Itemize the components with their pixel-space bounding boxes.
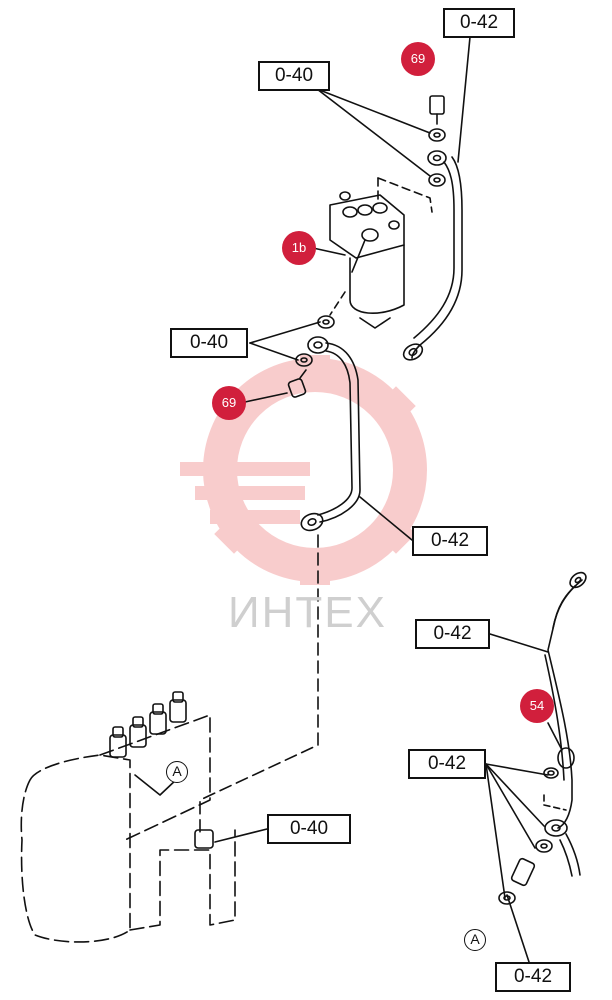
part-number-badge: 69 [401, 42, 435, 76]
ref-label-pipe-upper: 0-42 [443, 8, 515, 38]
leader-line [489, 633, 549, 653]
leader-line [316, 88, 431, 177]
connection-callout-a: A [166, 761, 188, 783]
leader-line [485, 763, 536, 849]
leader-line [359, 496, 413, 541]
ref-label-pipe-middle: 0-42 [412, 526, 488, 556]
bolt-icon [287, 378, 307, 398]
ref-label-washer-pump: 0-40 [267, 814, 351, 844]
part-number-badge: 54 [520, 689, 554, 723]
fuel-pipe-upper [411, 156, 463, 359]
leader-line [244, 392, 288, 403]
ref-label-pipe-lower: 0-42 [415, 619, 490, 649]
leader-line [312, 247, 346, 256]
watermark-text: ИНТЕХ [228, 588, 387, 637]
leader-line [316, 88, 431, 134]
leader-line [506, 894, 531, 966]
connection-callout-a: A [464, 929, 486, 951]
leader-line [249, 342, 299, 361]
part-number-badge: 1b [282, 231, 316, 265]
leader-line [485, 763, 545, 827]
part-number-badge: 69 [212, 386, 246, 420]
ref-label-washer-lower: 0-42 [408, 749, 486, 779]
fuel-pipe-middle [319, 342, 361, 523]
ref-label-pipe-bottom: 0-42 [495, 962, 571, 992]
leader-line [485, 763, 549, 776]
leader-line [485, 763, 506, 899]
injection-pump-icon [20, 691, 236, 943]
leader-line [249, 321, 321, 344]
leader-line [214, 828, 268, 843]
leader-line [547, 722, 563, 751]
plug-nut-icon [557, 747, 575, 769]
ref-label-washer-upper: 0-40 [258, 61, 330, 91]
ref-label-washer-middle: 0-40 [170, 328, 248, 358]
leader-line [457, 36, 471, 163]
bolt-icon [429, 95, 445, 115]
fuel-filter-icon [329, 191, 405, 329]
